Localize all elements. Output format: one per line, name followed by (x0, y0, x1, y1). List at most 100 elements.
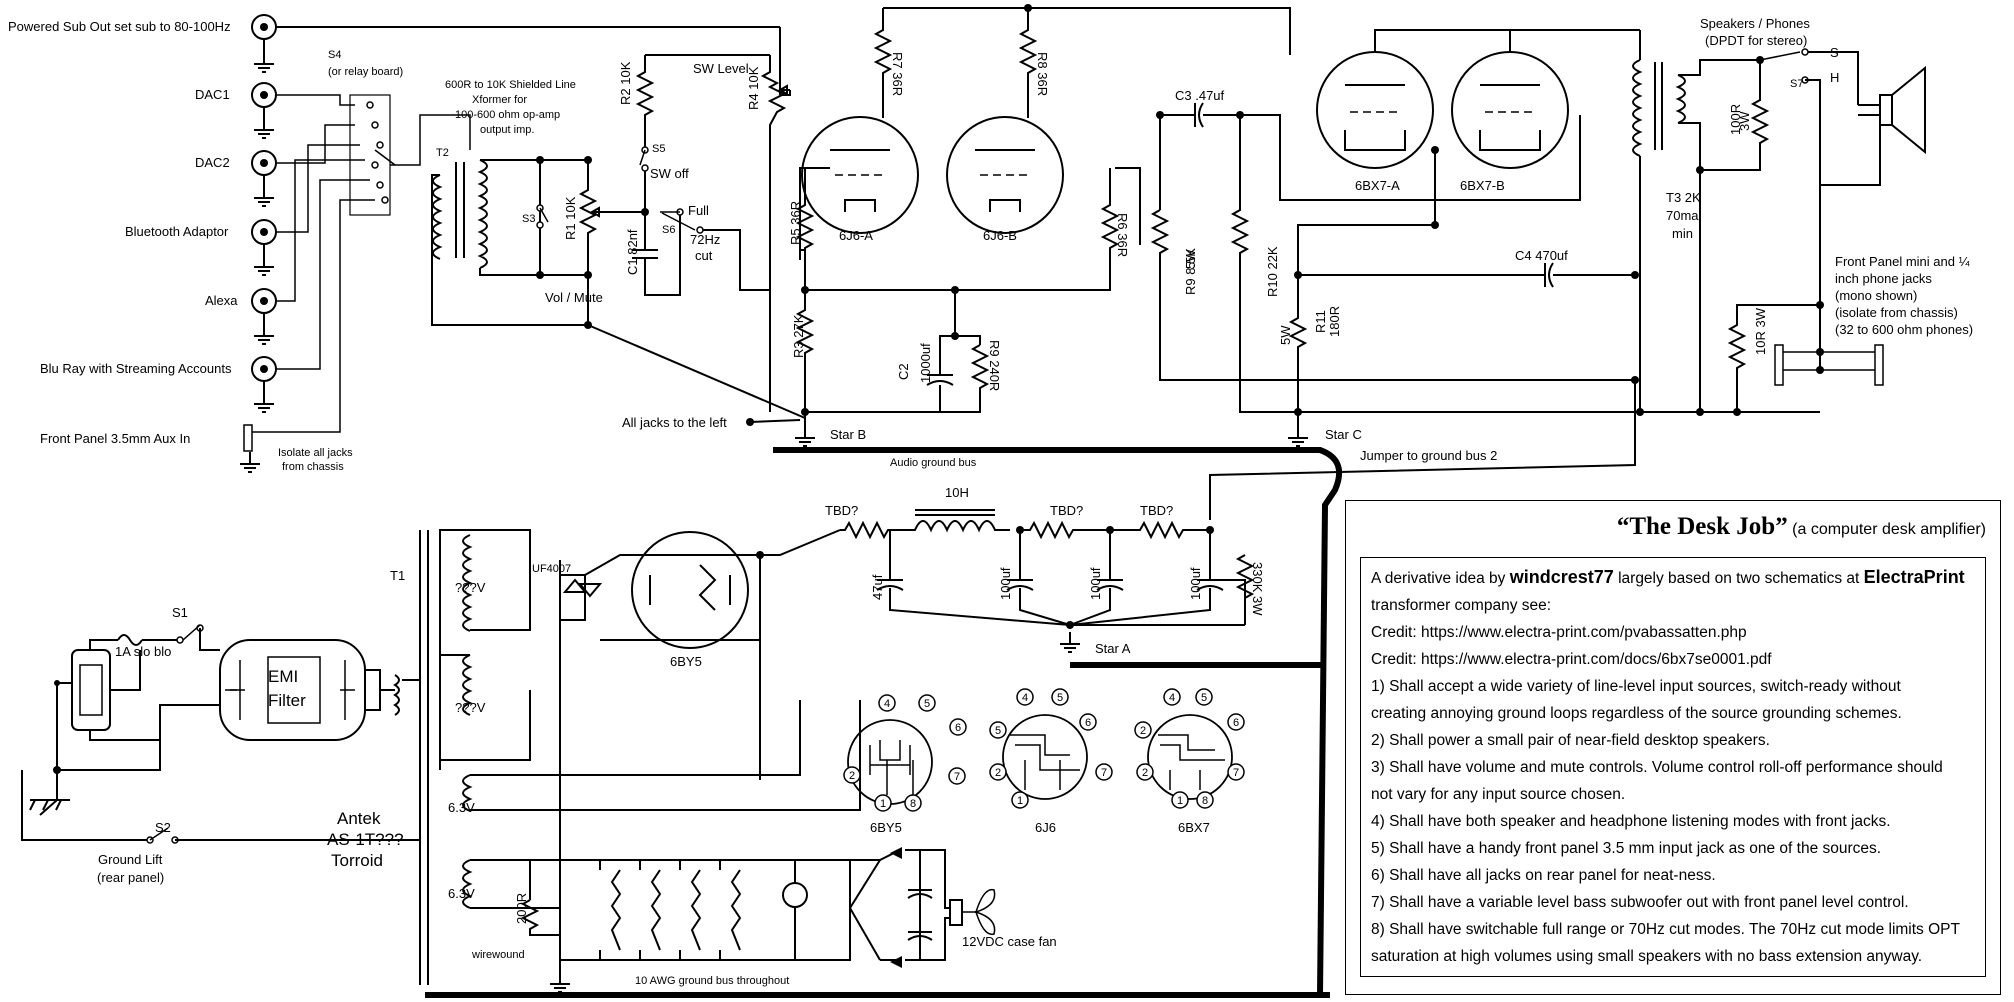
star-c-ground-icon (1287, 425, 1309, 447)
label-t1: T1 (390, 568, 405, 583)
label-emi: EMI (268, 667, 298, 686)
phone-jacks[interactable] (1774, 305, 1884, 386)
label-r2: R2 10K (618, 61, 633, 105)
label-6bx7-a: 6BX7-A (1355, 178, 1400, 193)
label-rear-panel: (rear panel) (97, 870, 164, 885)
pin-label: 7 (1233, 767, 1239, 779)
label-6by5: 6BY5 (670, 654, 702, 669)
label-star-c: Star C (1325, 427, 1362, 442)
s5-switch[interactable] (639, 125, 649, 172)
pin-label: 1 (1177, 795, 1183, 807)
s4-selector-switch[interactable] (349, 94, 396, 216)
tube-6j6-b (946, 116, 1064, 234)
r330k-resistor (1235, 554, 1255, 625)
label-r330k: 330K 3W (1250, 562, 1265, 616)
t3-output-transformer (1632, 30, 1760, 412)
label-ground-bus: 10 AWG ground bus throughout (635, 975, 789, 987)
author-name: windcrest77 (1509, 567, 1614, 587)
label-torroid: Torroid (331, 851, 383, 870)
label-r9-240: R9 240R (987, 340, 1002, 391)
label-base-6bx7: 6BX7 (1178, 820, 1210, 835)
label-t2: T2 (436, 147, 449, 159)
jack-icon-sub-out[interactable] (251, 14, 277, 40)
emi-filter (219, 639, 366, 741)
r2-resistor (635, 55, 655, 212)
requirement-8: 8) Shall have switchable full range or 7… (1371, 921, 1960, 938)
ground-icon (253, 254, 275, 276)
ground-icon (239, 451, 261, 473)
pin-label: 8 (1202, 795, 1208, 807)
pin-label: 2 (1140, 725, 1146, 737)
label-6bx7-b: 6BX7-B (1460, 178, 1505, 193)
r10-resistor (1230, 115, 1305, 413)
requirement-4: 4) Shall have both speaker and headphone… (1371, 813, 1891, 830)
label-t3: T3 2K (1666, 190, 1701, 205)
pin-label: 1 (1017, 795, 1023, 807)
c1-capacitor (632, 212, 681, 296)
fuse-icon (117, 634, 143, 646)
jack-icon-alexa[interactable] (251, 288, 277, 314)
r4-sw-level-pot[interactable] (760, 27, 791, 412)
s6-switch[interactable] (660, 208, 770, 291)
s2-ground-lift-switch[interactable] (146, 827, 420, 844)
pin-label: 7 (1101, 767, 1107, 779)
label-r11: R11 (1313, 310, 1328, 333)
r11-resistor (1288, 225, 1308, 412)
label-front-panel-5: (32 to 600 ohm phones) (1835, 322, 1973, 337)
ground-icon (253, 117, 275, 139)
label-dac2: DAC2 (195, 155, 230, 170)
r3-resistor (795, 290, 815, 412)
label-alexa: Alexa (205, 293, 238, 308)
label-tbd-1: TBD? (825, 503, 858, 518)
label-fuse: 1A slo blo (115, 644, 171, 659)
pin-label: 4 (884, 698, 890, 710)
s7-speaker-phones-switch[interactable] (1759, 48, 1859, 305)
label-6j6-b: 6J6-B (983, 228, 1017, 243)
jack-icon-bluray[interactable] (251, 356, 277, 382)
label-all-jacks: All jacks to the left (622, 415, 727, 430)
requirement-3: 3) Shall have volume and mute controls. … (1371, 759, 1943, 776)
c4-capacitor (1298, 262, 1635, 288)
label-r11-watt: 5W (1278, 325, 1293, 345)
jack-icon-bluetooth[interactable] (251, 219, 277, 245)
r10r-resistor (1727, 304, 1820, 412)
aux-jack-icon[interactable] (243, 424, 253, 452)
star-b-ground (587, 324, 940, 447)
jack-icon-dac1[interactable] (251, 82, 277, 108)
label-r11-value: 180R (1327, 306, 1342, 337)
label-front-panel-3: (mono shown) (1835, 288, 1917, 303)
label-r9-8-5k-watt: 5W (1183, 249, 1198, 269)
jack-icon-dac2[interactable] (251, 150, 277, 176)
label-bluetooth: Bluetooth Adaptor (125, 224, 229, 239)
intro-text: A derivative idea by (1371, 570, 1510, 587)
pin-label: 4 (1169, 692, 1175, 704)
pilot-lamp-icon (782, 882, 808, 908)
panel-subtitle: (a computer desk amplifier) (1792, 521, 1986, 538)
r9-8-5k-resistor (1150, 209, 1635, 381)
pin-label: 7 (954, 771, 960, 783)
r5-resistor (795, 168, 815, 290)
label-spk-phones: Speakers / Phones (1700, 16, 1810, 31)
pin-label: 2 (849, 770, 855, 782)
filter-capacitors (876, 579, 1245, 626)
panel-title: “The Desk Job” (1616, 513, 1788, 540)
requirement-2: 2) Shall power a small pair of near-fiel… (1371, 732, 1770, 749)
label-sub-out: Powered Sub Out set sub to 80-100Hz (8, 19, 231, 34)
label-r1: R1 10K (563, 196, 578, 240)
label-qv-1: ???V (455, 580, 486, 595)
label-r6: R6 36R (1115, 213, 1130, 257)
r1-volume-pot[interactable] (578, 160, 608, 325)
s3-mute-switch[interactable] (536, 159, 588, 229)
pin-label: 8 (910, 798, 916, 810)
r7-resistor (873, 8, 893, 118)
label-s3: S3 (522, 213, 535, 225)
pin-label: 4 (1022, 692, 1028, 704)
label-base-6j6: 6J6 (1035, 820, 1056, 835)
s1-power-switch[interactable] (176, 624, 220, 651)
credit-link-2: Credit: https://www.electra-print.com/do… (1371, 651, 1772, 668)
intro-line-2: transformer company see: (1371, 597, 1552, 614)
label-10h: 10H (945, 485, 969, 500)
label-s4: S4 (328, 49, 341, 61)
label-r3: R3 27K (791, 314, 806, 358)
